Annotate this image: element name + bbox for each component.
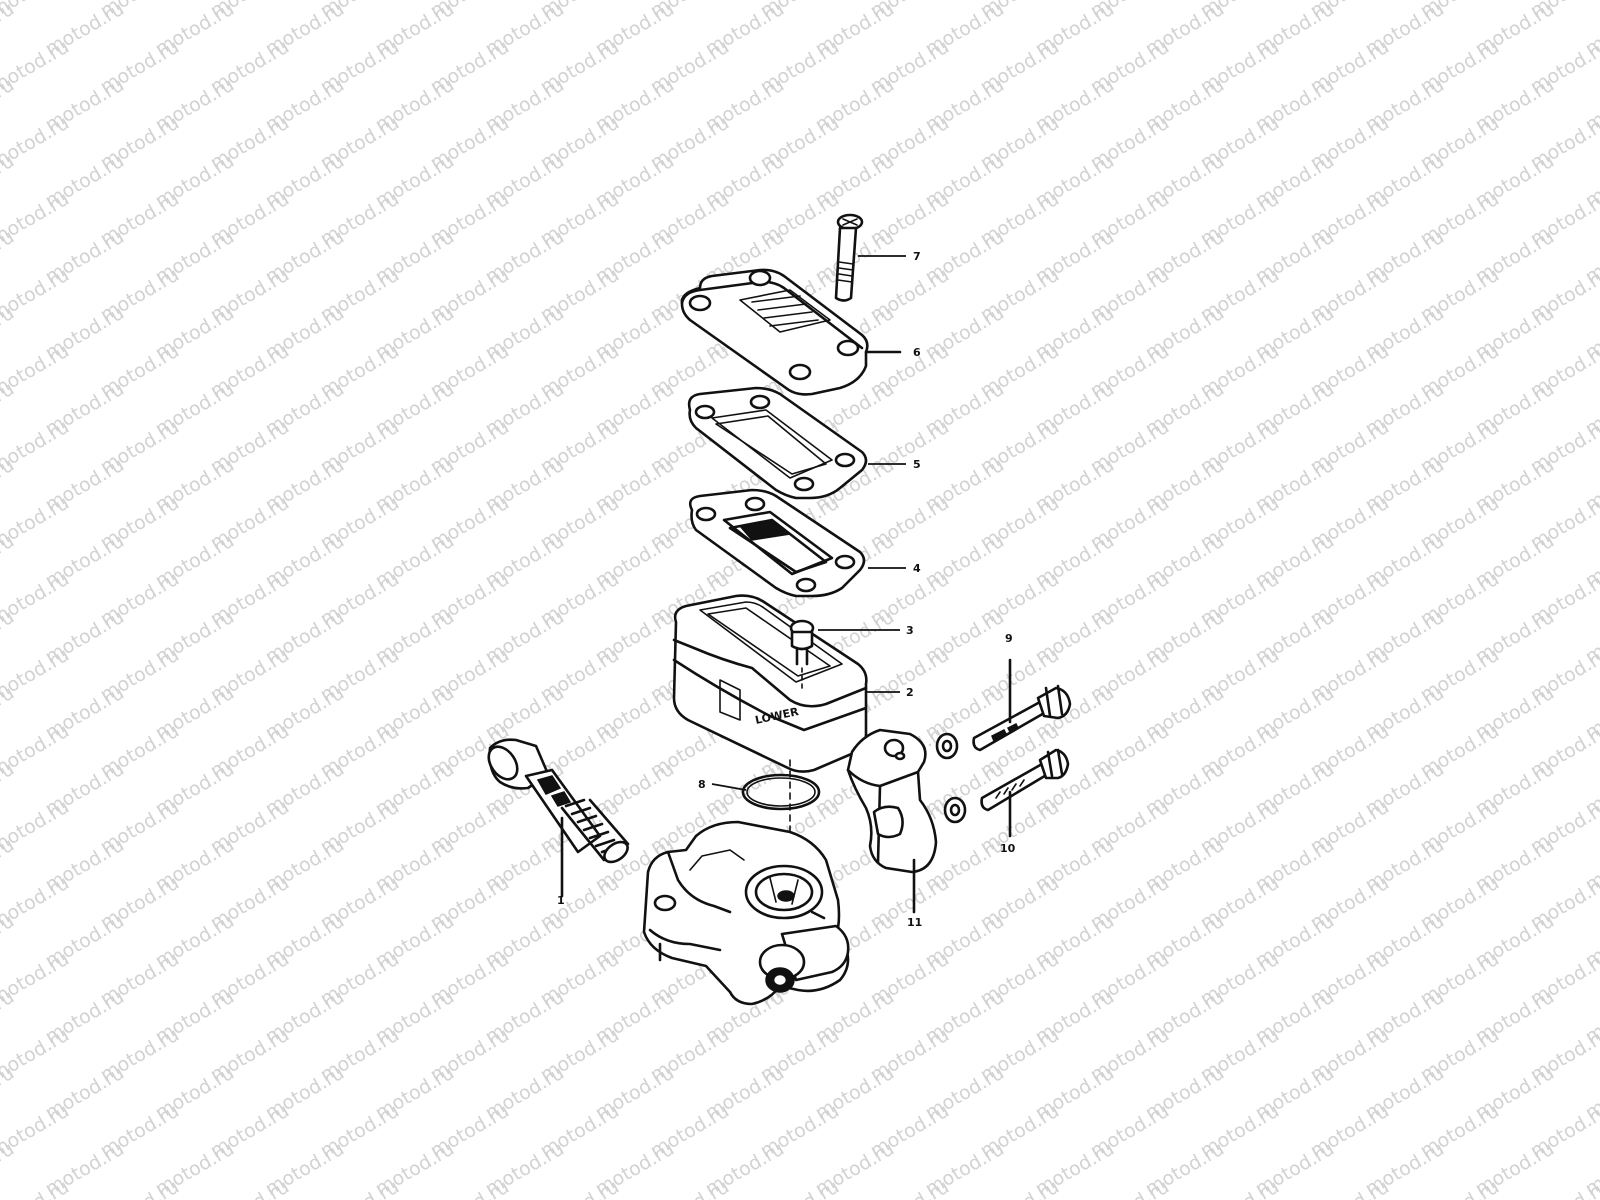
watermark-text: motod.ru [317,1176,403,1200]
watermark-text: motod.ru [1197,1176,1283,1200]
watermark-text: motod.ru [537,1176,623,1200]
master-cylinder-body-icon [642,820,850,1006]
leader-8 [711,783,747,791]
callout-5: 5 [913,458,921,471]
watermark-text: motod.ru [1417,1176,1503,1200]
watermark-text: motod.ru [0,1176,73,1200]
bolt-icon [972,658,1072,752]
handlebar-clamp-icon [846,728,938,914]
callout-6: 6 [913,346,921,359]
callout-3: 3 [906,624,914,637]
callout-9: 9 [1005,632,1013,645]
o-ring-icon [741,759,821,851]
callout-labels: 7 6 5 4 3 2 8 9 10 11 1 [557,250,1016,929]
callout-7: 7 [913,250,921,263]
connector-screw-icon [789,619,815,691]
callout-1: 1 [557,894,565,907]
cap-plate-icon [687,386,868,500]
callout-2: 2 [906,686,914,699]
watermark-text: motod.ru [97,1176,183,1200]
watermark-text: motod.ru [757,1176,843,1200]
watermark-text: motod.ru [867,1176,953,1200]
watermark-text: motod.ru [427,1176,513,1200]
reservoir-icon: LOWER [672,594,868,773]
callout-11: 11 [907,916,922,929]
callout-8: 8 [698,778,706,791]
piston-assembly-icon [487,738,630,898]
washer-icon [935,732,967,824]
watermark-text: motod.ru [977,1176,1063,1200]
reservoir-cap-icon [680,268,902,396]
watermark-text: motod.ru [647,1176,733,1200]
diaphragm-icon [688,488,866,598]
watermark-text: motod.ru [1307,1176,1393,1200]
leader-lines [711,255,906,791]
callout-4: 4 [913,562,921,575]
cap-screw-icon [834,213,864,302]
watermark-text: motod.ru [207,1176,293,1200]
bolt-icon [980,748,1070,838]
callout-10: 10 [1000,842,1016,855]
watermark-text: motod.ru [1087,1176,1173,1200]
